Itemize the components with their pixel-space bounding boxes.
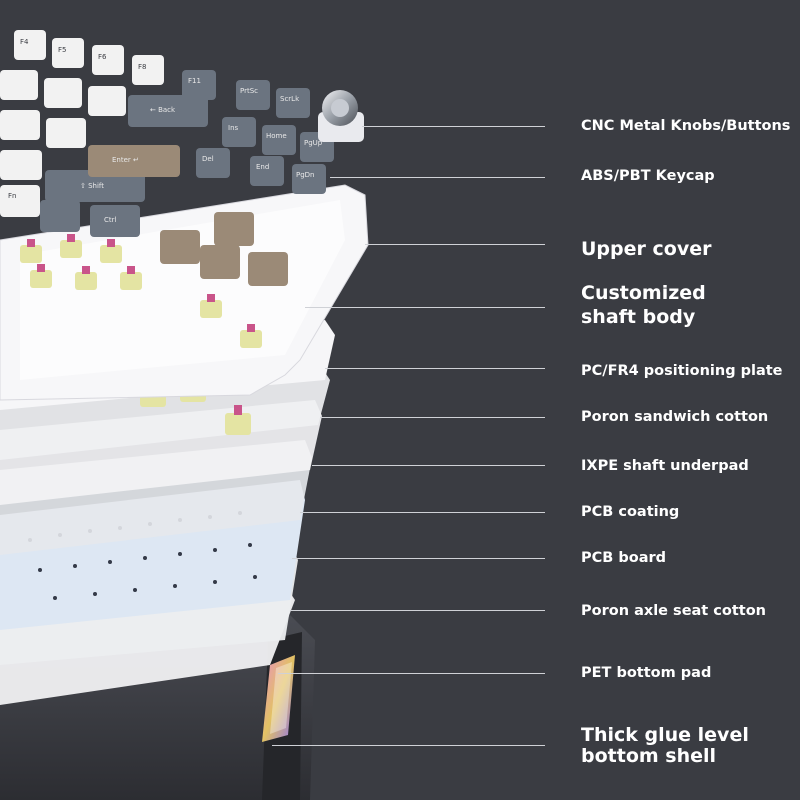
leader-line-pcb-board: [292, 558, 545, 559]
label-shell-line2: bottom shell: [581, 745, 717, 767]
label-poron-sandwich: Poron sandwich cotton: [581, 409, 769, 425]
label-shaft-body-line1: Customized: [581, 282, 706, 304]
label-shaft-body-line2: shaft body: [581, 306, 696, 328]
legend-pgdn: PgDn: [296, 171, 315, 179]
customized-shaft-bodies: [20, 234, 262, 348]
legend-prtsc: PrtSc: [240, 87, 258, 95]
label-ixpe: IXPE shaft underpad: [581, 458, 749, 474]
label-pet: PET bottom pad: [581, 665, 712, 681]
legend-back: ← Back: [150, 106, 176, 114]
leader-line-shell: [272, 745, 545, 746]
leader-line-ixpe: [312, 465, 545, 466]
legend-ctrl: Ctrl: [104, 216, 117, 224]
leader-line-plate: [325, 368, 545, 369]
legend-home: Home: [266, 132, 287, 140]
legend-enter: Enter ↵: [112, 156, 139, 164]
legend-ins: Ins: [228, 124, 239, 132]
label-shell-line1: Thick glue level: [581, 724, 749, 746]
leader-line-keycap: [330, 177, 545, 178]
legend-f11: F11: [188, 77, 201, 85]
leader-line-pet: [278, 673, 545, 674]
legend-end: End: [256, 163, 269, 171]
label-pcb-coating: PCB coating: [581, 504, 680, 520]
label-upper-cover: Upper cover: [581, 238, 712, 260]
keycap-legends: F4 F5 F6 F8 F11 PrtSc ScrLk ← Back Ins H…: [8, 38, 323, 224]
leader-line-upper-cover: [365, 244, 545, 245]
leader-line-shaft-body: [305, 307, 545, 308]
label-plate: PC/FR4 positioning plate: [581, 363, 783, 379]
cnc-metal-knob: [318, 90, 364, 142]
legend-f4: F4: [20, 38, 29, 46]
leader-line-pcb-coating: [300, 512, 545, 513]
leader-line-poron-axle: [290, 610, 545, 611]
label-pcb-board: PCB board: [581, 550, 667, 566]
legend-del: Del: [202, 155, 214, 163]
upper-cover: [0, 184, 369, 401]
leader-line-poron-sandwich: [320, 417, 545, 418]
legend-f8: F8: [138, 63, 146, 71]
label-knob: CNC Metal Knobs/Buttons: [581, 118, 791, 134]
legend-f5: F5: [58, 46, 66, 54]
label-keycap: ABS/PBT Keycap: [581, 168, 715, 184]
label-poron-axle: Poron axle seat cotton: [581, 603, 766, 619]
legend-shift: ⇧ Shift: [80, 182, 104, 190]
legend-f6: F6: [98, 53, 107, 61]
legend-fn: Fn: [8, 192, 16, 200]
leader-line-knob: [362, 126, 545, 127]
legend-pgup: PgUp: [304, 139, 323, 147]
legend-scrlk: ScrLk: [280, 95, 300, 103]
keycaps: [0, 30, 334, 286]
